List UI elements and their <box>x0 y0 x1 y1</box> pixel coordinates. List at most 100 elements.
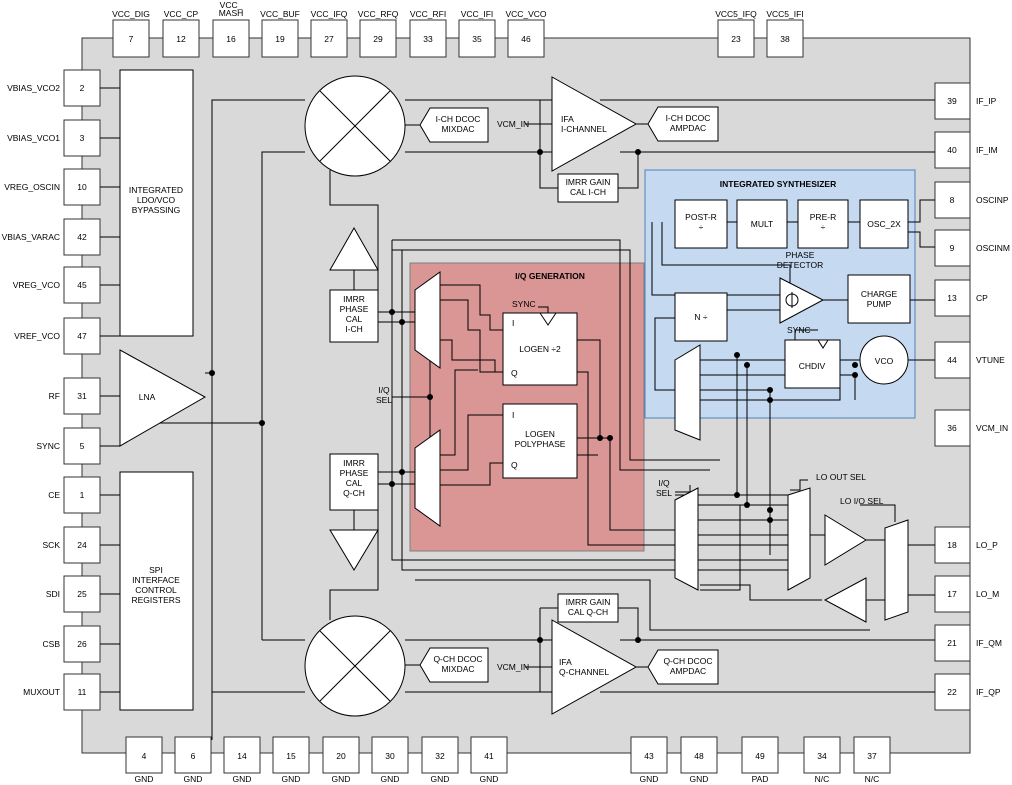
synth-output-mux <box>674 344 701 441</box>
ich-dcoc-mixdac <box>419 107 489 143</box>
bottom-pin: 34N/C <box>803 736 841 784</box>
pin-number: 19 <box>275 34 285 44</box>
lo-io-sel-label: LO I/O SEL <box>840 496 884 506</box>
chdiv-label: CHDIV <box>799 361 826 371</box>
pin-name: LO_M <box>976 589 999 599</box>
lo-buffer-q <box>329 529 379 571</box>
pre-r-label: PRE-R÷ <box>810 212 836 232</box>
pin-name: VREF_VCO <box>14 331 60 341</box>
pin-number: 32 <box>435 751 445 761</box>
pin-number: 40 <box>947 145 957 155</box>
lo-out-sel-label: LO OUT SEL <box>816 472 866 482</box>
pin-number: 21 <box>947 638 957 648</box>
pin-name: PAD <box>752 774 769 784</box>
vcm-in-top-label: VCM_IN <box>497 119 529 129</box>
pin-name: VCC_CP <box>164 9 199 19</box>
pin-name: GND <box>690 774 709 784</box>
lo-input-buffer <box>823 577 867 623</box>
pin-name: VCC_RFQ <box>358 9 399 19</box>
left-pin: 47 VREF_VCO <box>14 317 120 355</box>
pin-name: IF_IM <box>976 145 998 155</box>
right-pin: 40 IF_IM <box>934 131 998 169</box>
pin-number: 18 <box>947 540 957 550</box>
pin-name: N/C <box>815 774 830 784</box>
pin-number: 41 <box>484 751 494 761</box>
bottom-pin: 37N/C <box>853 736 891 784</box>
pin-number: 36 <box>947 423 957 433</box>
pin-number: 48 <box>694 751 704 761</box>
pin-name: GND <box>431 774 450 784</box>
logen-div2-label: LOGEN ÷2 <box>519 344 561 354</box>
junction-dots <box>209 149 858 643</box>
logen-div2 <box>502 312 578 386</box>
iq-mux-bottom <box>414 429 441 527</box>
logen-polyphase <box>502 403 578 479</box>
pin-number: 47 <box>77 331 87 341</box>
charge-pump <box>847 274 911 324</box>
pin-number: 10 <box>77 182 87 192</box>
pin-name: VCC_MASH <box>219 0 244 18</box>
pin-name: SCK <box>43 540 61 550</box>
pin-number: 12 <box>176 34 186 44</box>
qch-dcoc-mixdac <box>419 647 489 683</box>
pin-name: VCC_DIG <box>112 9 150 19</box>
imrr-phase-cal-i <box>329 289 379 343</box>
pin-number: 35 <box>472 34 482 44</box>
pin-name: VCC_IFI <box>461 9 494 19</box>
pin-name: IF_QP <box>976 687 1001 697</box>
iq-mux-top <box>414 271 441 369</box>
pre-r-divider <box>797 199 849 249</box>
pin-number: 16 <box>226 34 236 44</box>
pin-name: VCC5_IFI <box>766 9 803 19</box>
pin-name: OSCINM <box>976 243 1010 253</box>
pin-number: 25 <box>77 589 87 599</box>
lo-out-sel-mux <box>787 487 811 591</box>
lo-iq-mux <box>674 487 699 591</box>
pin-number: 31 <box>77 391 87 401</box>
pin-number: 15 <box>286 751 296 761</box>
pin-number: 3 <box>80 133 85 143</box>
pin-number: 38 <box>780 34 790 44</box>
pin-number: 39 <box>947 96 957 106</box>
logen-sync-label: SYNC <box>512 299 536 309</box>
logen-clock-marker <box>539 312 557 326</box>
pin-number: 45 <box>77 280 87 290</box>
pin-name: SDI <box>46 589 60 599</box>
chdiv-block <box>784 339 841 389</box>
pin-number: 8 <box>950 195 955 205</box>
lna-label: LNA <box>139 392 156 402</box>
pin-number: 23 <box>731 34 741 44</box>
pin-name: CE <box>48 490 60 500</box>
pin-name: VBIAS_VCO1 <box>7 133 60 143</box>
mult-block <box>736 199 788 249</box>
pin-name: CP <box>976 293 988 303</box>
lo-buffer-i <box>329 226 379 271</box>
pin-number: 14 <box>237 751 247 761</box>
pin-number: 5 <box>80 441 85 451</box>
pin-name: VCM_IN <box>976 423 1008 433</box>
mult-label: MULT <box>751 219 774 229</box>
pin-number: 6 <box>191 751 196 761</box>
